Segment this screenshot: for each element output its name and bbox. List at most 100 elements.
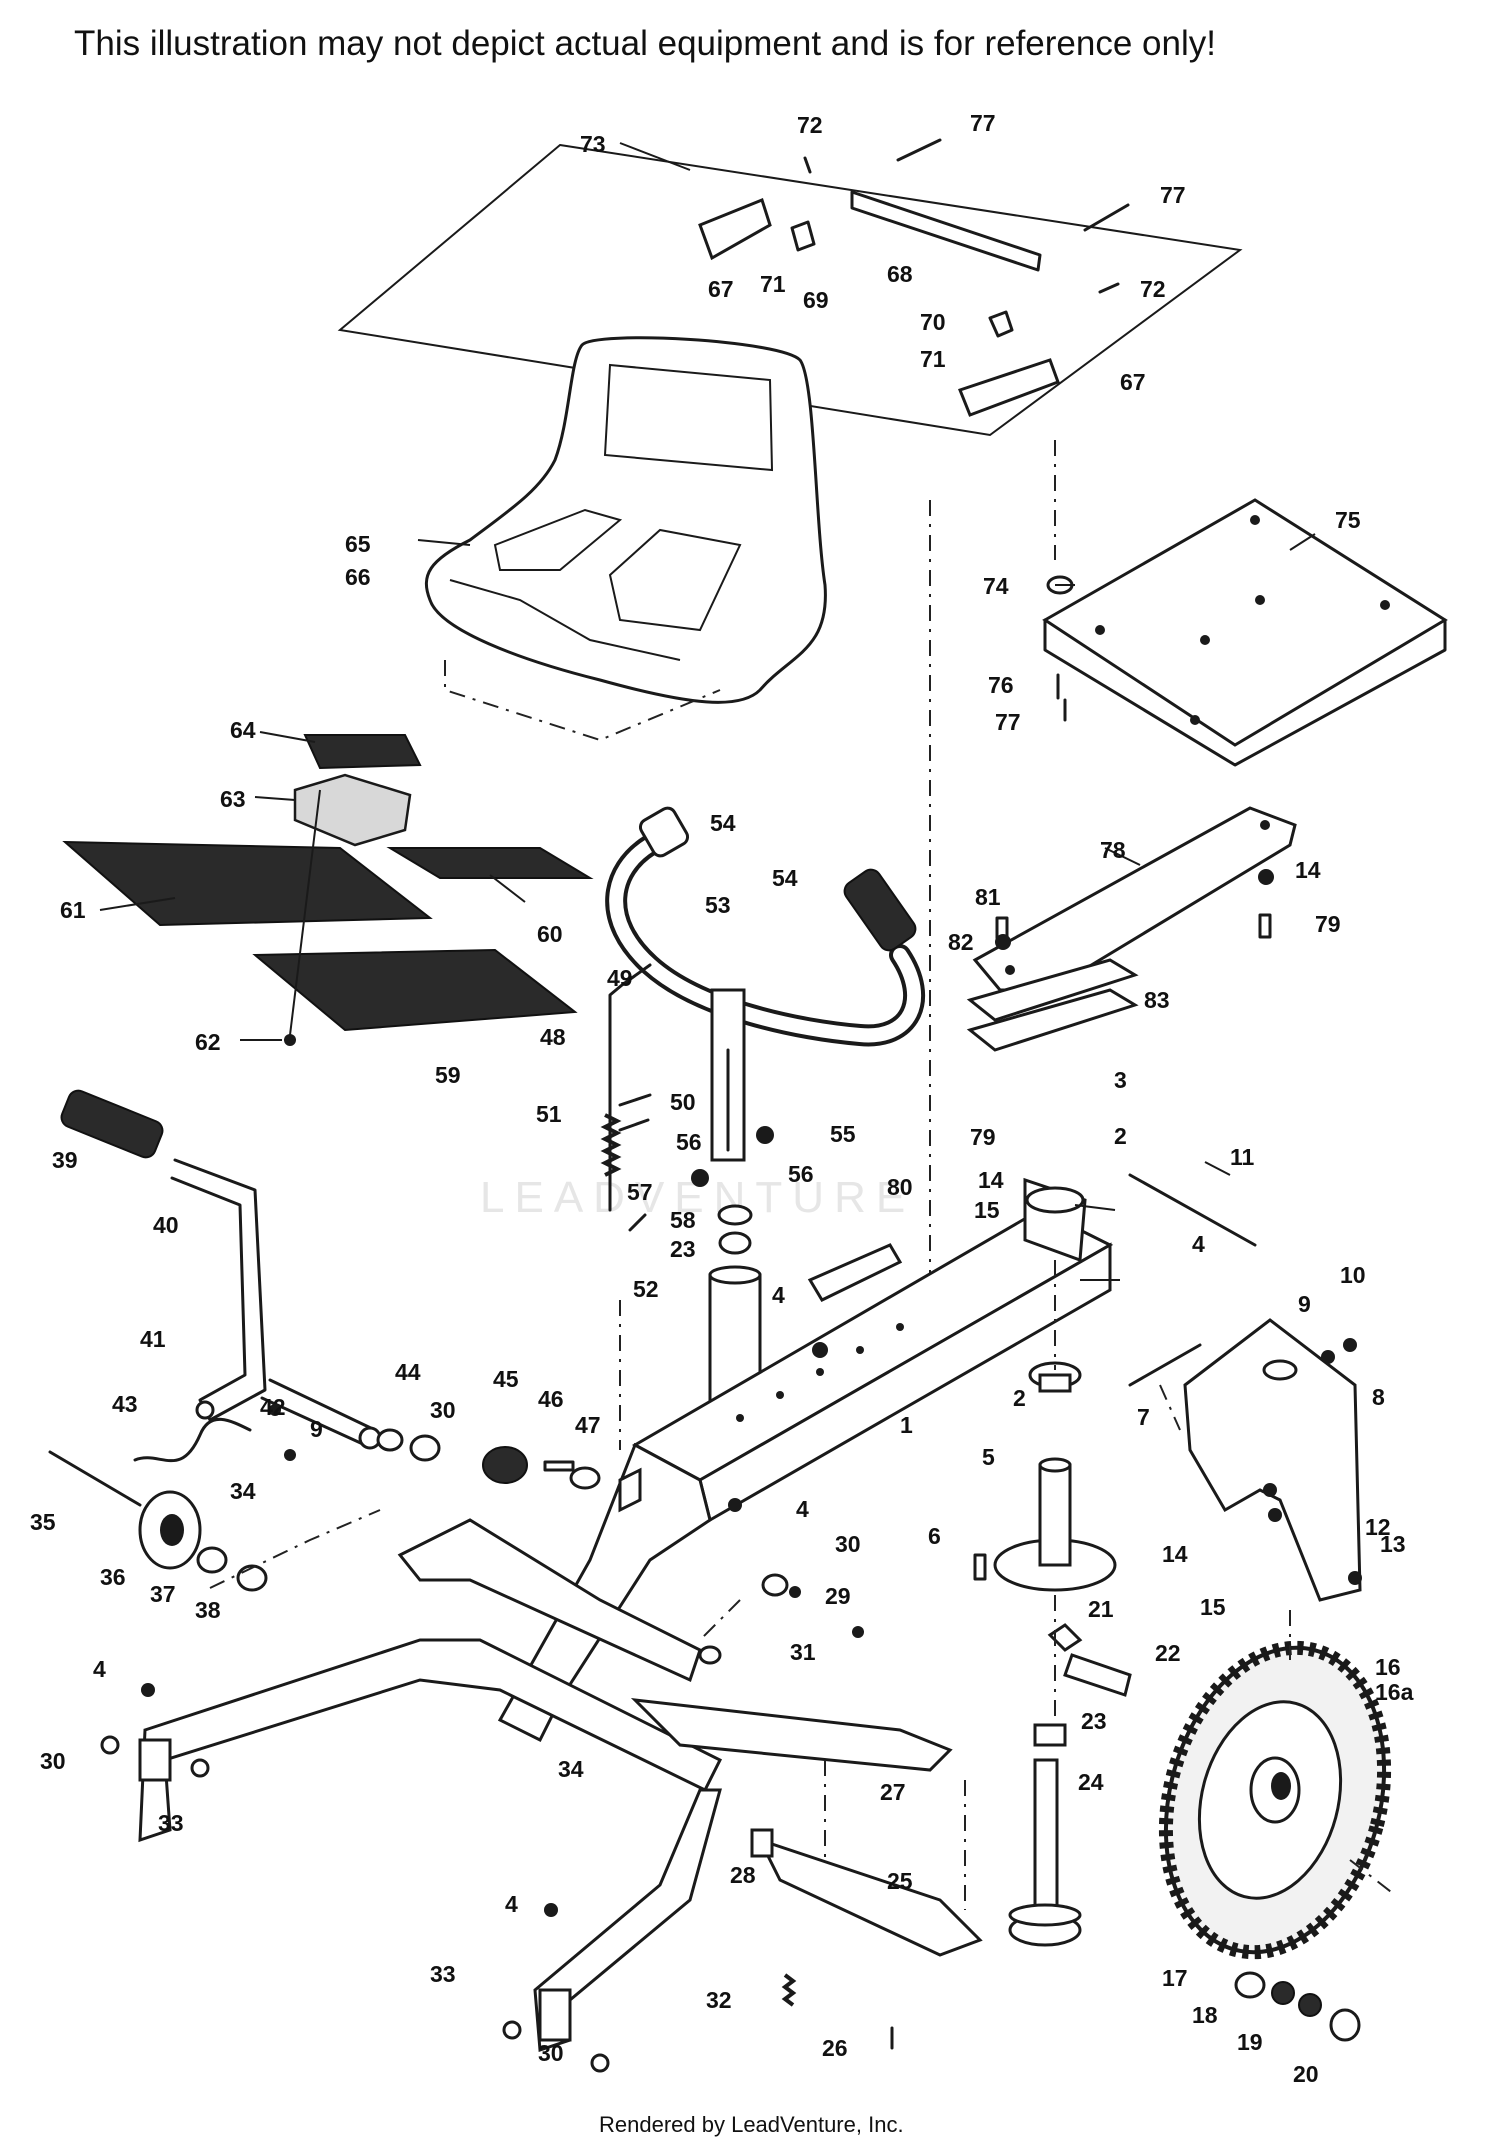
callout-34b: 34 bbox=[558, 1756, 584, 1782]
callout-32: 32 bbox=[706, 1987, 732, 2013]
callout-27: 27 bbox=[880, 1779, 906, 1805]
callout-78: 78 bbox=[1100, 837, 1126, 863]
callout-4d: 4 bbox=[93, 1656, 106, 1682]
callout-36: 36 bbox=[100, 1564, 126, 1590]
callout-74: 74 bbox=[983, 573, 1009, 599]
callout-48: 48 bbox=[540, 1024, 566, 1050]
callout-47: 47 bbox=[575, 1412, 601, 1438]
callout-33: 33 bbox=[158, 1810, 184, 1836]
callout-12: 12 bbox=[1365, 1514, 1391, 1540]
callout-33b: 33 bbox=[430, 1961, 456, 1987]
callout-44: 44 bbox=[395, 1359, 421, 1385]
callout-4: 4 bbox=[1192, 1231, 1205, 1257]
callout-17: 17 bbox=[1162, 1965, 1188, 1991]
callout-60: 60 bbox=[537, 921, 563, 947]
callout-39: 39 bbox=[52, 1147, 78, 1173]
callout-21: 21 bbox=[1088, 1596, 1114, 1622]
callout-63: 63 bbox=[220, 786, 246, 812]
callout-24: 24 bbox=[1078, 1769, 1104, 1795]
bracket-69 bbox=[790, 220, 816, 252]
callout-51: 51 bbox=[536, 1101, 562, 1127]
callout-69: 69 bbox=[803, 287, 829, 313]
callout-65: 65 bbox=[345, 531, 371, 557]
callout-29: 29 bbox=[825, 1583, 851, 1609]
callout-42: 42 bbox=[260, 1394, 286, 1420]
seat-support-bar bbox=[966, 806, 1297, 1052]
callout-83: 83 bbox=[1144, 987, 1170, 1013]
callout-4e: 4 bbox=[505, 1891, 518, 1917]
seat-hardware-panel bbox=[337, 138, 1243, 437]
block-63 bbox=[293, 773, 412, 847]
lower-frame bbox=[138, 1498, 983, 2053]
callout-30d: 30 bbox=[538, 2040, 564, 2066]
mat-64 bbox=[303, 734, 422, 770]
front-wheel bbox=[1158, 1640, 1392, 1960]
callout-28: 28 bbox=[730, 1862, 756, 1888]
callout-67: 67 bbox=[708, 276, 734, 302]
callout-2b: 2 bbox=[1013, 1385, 1026, 1411]
callout-31: 31 bbox=[790, 1639, 816, 1665]
steering-spindle bbox=[973, 1361, 1132, 1947]
lift-lever bbox=[600, 963, 652, 1232]
callout-11: 11 bbox=[1230, 1144, 1255, 1170]
mat-60 bbox=[386, 847, 594, 879]
callout-15b: 15 bbox=[1200, 1594, 1226, 1620]
callout-59: 59 bbox=[435, 1062, 461, 1088]
callout-80: 80 bbox=[887, 1174, 913, 1200]
callout-5: 5 bbox=[982, 1444, 995, 1470]
bracket-70 bbox=[988, 310, 1014, 338]
callout-58: 58 bbox=[670, 1207, 696, 1233]
callout-30c: 30 bbox=[40, 1748, 66, 1774]
callout-19: 19 bbox=[1237, 2029, 1263, 2055]
callout-23: 23 bbox=[670, 1236, 696, 1262]
callout-8: 8 bbox=[1372, 1384, 1385, 1410]
mat-59 bbox=[252, 948, 578, 1032]
callout-56b: 56 bbox=[788, 1161, 814, 1187]
callout-9: 9 bbox=[1298, 1291, 1311, 1317]
callout-25: 25 bbox=[887, 1868, 913, 1894]
callout-71: 71 bbox=[760, 271, 786, 297]
callout-4b: 4 bbox=[772, 1282, 785, 1308]
callout-labels: 1 2 2 3 4 4 4 4 4 5 6 7 8 9 9 10 11 12 1… bbox=[30, 110, 1414, 2087]
callout-77: 77 bbox=[970, 110, 996, 136]
callout-43: 43 bbox=[112, 1391, 138, 1417]
callout-79b: 79 bbox=[970, 1124, 996, 1150]
pulley bbox=[48, 1417, 268, 1592]
callout-77c: 77 bbox=[995, 709, 1021, 735]
callout-13: 13 bbox=[1380, 1531, 1406, 1557]
callout-49: 49 bbox=[607, 965, 633, 991]
callout-30b: 30 bbox=[430, 1397, 456, 1423]
steering-handlebar bbox=[605, 806, 926, 1162]
callout-67b: 67 bbox=[1120, 369, 1146, 395]
seat-pan bbox=[1042, 498, 1448, 767]
misc-hardware bbox=[100, 1342, 894, 2073]
callout-46: 46 bbox=[538, 1386, 564, 1412]
callout-50: 50 bbox=[670, 1089, 696, 1115]
callout-3: 3 bbox=[1114, 1067, 1127, 1093]
seat-pad-right bbox=[958, 358, 1060, 417]
callout-35: 35 bbox=[30, 1509, 56, 1535]
callout-26: 26 bbox=[822, 2035, 848, 2061]
axle-bracket bbox=[1128, 1318, 1362, 1602]
callout-41: 41 bbox=[140, 1326, 166, 1352]
callout-34: 34 bbox=[230, 1478, 256, 1504]
floor-mats bbox=[62, 734, 594, 1046]
callout-54b: 54 bbox=[772, 865, 798, 891]
callout-68: 68 bbox=[887, 261, 913, 287]
callout-40: 40 bbox=[153, 1212, 179, 1238]
callout-10: 10 bbox=[1340, 1262, 1366, 1288]
indicator-lines bbox=[209, 1260, 1396, 1910]
callout-73: 73 bbox=[580, 131, 606, 157]
callout-71b: 71 bbox=[920, 346, 946, 372]
callout-9b: 9 bbox=[310, 1416, 323, 1442]
callout-55: 55 bbox=[830, 1121, 856, 1147]
callout-77b: 77 bbox=[1160, 182, 1186, 208]
callout-38: 38 bbox=[195, 1597, 221, 1623]
seat-pad-left bbox=[698, 198, 772, 261]
pedal-assembly bbox=[60, 1089, 382, 1450]
callout-4c: 4 bbox=[796, 1496, 809, 1522]
callout-15: 15 bbox=[974, 1197, 1000, 1223]
callout-6: 6 bbox=[928, 1523, 941, 1549]
callout-7: 7 bbox=[1137, 1404, 1150, 1430]
